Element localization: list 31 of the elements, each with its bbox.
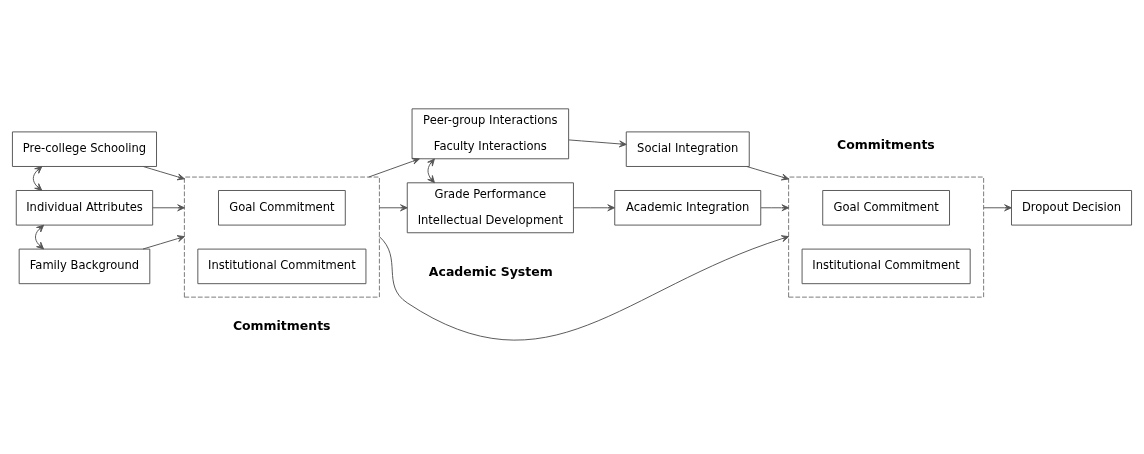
arrow — [573, 204, 615, 212]
arrow — [152, 204, 185, 212]
node-box: Social Integration — [625, 131, 750, 167]
arrow — [32, 166, 43, 191]
node-box: Grade Performance Intellectual Development — [406, 182, 574, 234]
arrow — [568, 139, 627, 148]
arrow — [35, 224, 45, 250]
arrow — [378, 204, 408, 212]
label: Commitments — [232, 318, 331, 334]
node-box: Institutional Commitment — [197, 248, 367, 285]
cluster — [788, 176, 985, 298]
label: Commitments — [837, 136, 935, 152]
node-box: Goal Commitment — [822, 190, 950, 226]
arrow — [760, 204, 790, 212]
node-box: Pre-college Schooling — [11, 131, 157, 167]
arrow — [746, 166, 790, 181]
arrow — [142, 166, 185, 181]
arrow — [427, 158, 435, 184]
arrow — [983, 204, 1012, 212]
node-box: Academic Integration — [614, 190, 762, 226]
cluster — [183, 176, 380, 298]
label: Academic System — [428, 264, 553, 280]
node-box: Family Background — [18, 248, 151, 285]
node-box: Institutional Commitment — [801, 248, 971, 285]
arrow — [142, 235, 185, 250]
node-box: Dropout Decision — [1011, 190, 1133, 226]
arrow — [368, 157, 420, 178]
node-box: Peer-group Interactions Faculty Interactions — [411, 108, 570, 160]
node-box: Individual Attributes — [15, 190, 154, 226]
node-box: Goal Commitment — [218, 190, 346, 226]
arrow — [378, 235, 790, 341]
